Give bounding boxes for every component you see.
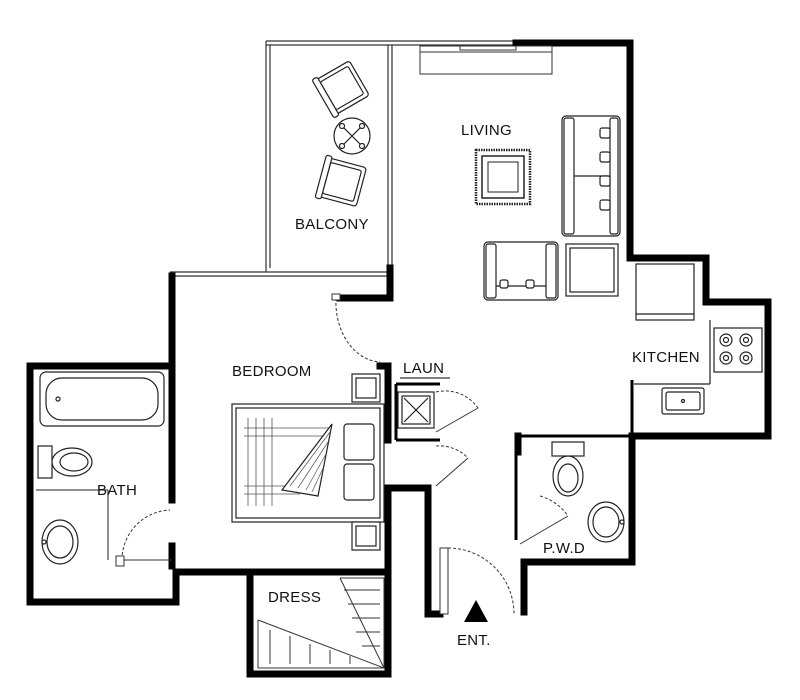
- balcony-chair-bottom: [314, 154, 367, 207]
- bath-sink: [41, 519, 79, 565]
- bedroom-door: [331, 293, 381, 363]
- laun-label: LAUN: [403, 360, 444, 377]
- entrance-door: [439, 547, 515, 615]
- pwd-toilet: [551, 441, 585, 497]
- living-label: LIVING: [461, 122, 512, 139]
- kitchen-stove: [713, 327, 763, 373]
- kitchen-fridge: [635, 263, 695, 321]
- kitchen-counter: [634, 320, 711, 385]
- balcony-chair-top: [312, 61, 369, 118]
- living-rug: [474, 148, 532, 206]
- pwd-door: [519, 495, 569, 545]
- pwd-sink: [587, 501, 625, 543]
- balcony-table: [333, 117, 371, 155]
- nightstand-top: [351, 373, 381, 403]
- balcony-label: BALCONY: [295, 216, 369, 233]
- balcony-walls: [170, 40, 516, 277]
- bathtub: [39, 371, 165, 427]
- dress-label: DRESS: [268, 589, 321, 606]
- bed: [231, 403, 385, 523]
- nightstand-bottom: [351, 521, 381, 551]
- exterior-walls: [26, 39, 772, 678]
- living-armchair: [483, 241, 559, 301]
- bath-door: [115, 509, 172, 567]
- living-side-table: [565, 243, 619, 297]
- laun-door: [435, 390, 479, 433]
- kitchen-label: KITCHEN: [632, 349, 700, 366]
- pwd-label: P.W.D: [543, 540, 585, 557]
- hall-door: [435, 445, 469, 487]
- entrance-arrow-icon: [464, 600, 488, 622]
- kitchen-sink: [661, 387, 705, 415]
- living-sofa: [561, 115, 621, 237]
- bath-toilet: [37, 445, 93, 479]
- bath-label: BATH: [97, 482, 137, 499]
- interior-walls: [394, 380, 634, 540]
- washer: [397, 391, 435, 429]
- living-window: [419, 45, 553, 75]
- entrance-label: ENT.: [457, 632, 491, 649]
- dress-shelving: [257, 577, 385, 669]
- bedroom-label: BEDROOM: [232, 363, 312, 380]
